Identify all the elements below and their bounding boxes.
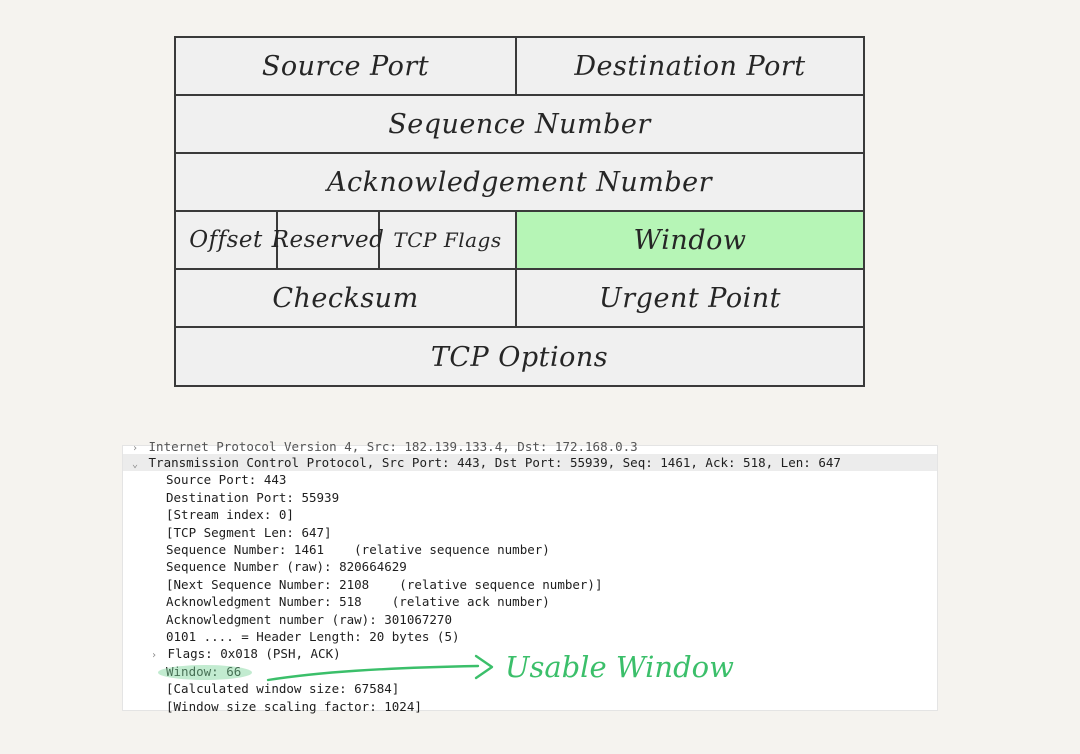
tree-row-text: [Stream index: 0] [166, 507, 294, 523]
cell-checksum: Checksum [176, 270, 517, 326]
tree-row-text: [Calculated window size: 67584] [166, 681, 400, 697]
tree-row-header-length[interactable]: 0101 .... = Header Length: 20 bytes (5) [123, 628, 937, 645]
tree-row-text: Sequence Number (raw): 820664629 [166, 559, 407, 575]
cell-window: Window [517, 212, 863, 268]
diagram-row-acknowledgement: Acknowledgement Number [176, 154, 863, 212]
cell-urgent-point: Urgent Point [599, 282, 781, 314]
cell-tcp-flags: TCP Flags [380, 212, 517, 268]
diagram-row-sequence: Sequence Number [176, 96, 863, 154]
chevron-right-icon[interactable]: › [150, 650, 158, 662]
diagram-row-flags: Offset Reserved TCP Flags Window [176, 212, 863, 270]
usable-window-label: Usable Window [505, 650, 734, 684]
cell-destination-port: Destination Port [574, 50, 806, 82]
diagram-row-ports: Source Port Destination Port [176, 38, 863, 96]
tree-row-text: Window: 66 [166, 663, 242, 679]
tcp-header-diagram: Source Port Destination Port Sequence Nu… [174, 36, 865, 387]
window-highlight-mark [158, 665, 252, 680]
diagram-row-checksum: Checksum Urgent Point [176, 270, 863, 328]
tree-row-ip-cut[interactable]: › Internet Protocol Version 4, Src: 182.… [123, 438, 937, 455]
cell-acknowledgement-number: Acknowledgement Number [326, 166, 713, 198]
cell-source-port: Source Port [176, 38, 517, 94]
cell-sequence-number: Sequence Number [388, 108, 651, 140]
tree-row-stream-index[interactable]: [Stream index: 0] [123, 506, 937, 523]
tree-row-ack-number[interactable]: Acknowledgment Number: 518 (relative ack… [123, 593, 937, 610]
tree-row-next-sequence[interactable]: [Next Sequence Number: 2108 (relative se… [123, 576, 937, 593]
tree-row-scaling-factor[interactable]: [Window size scaling factor: 1024] [123, 698, 937, 715]
tree-row-text: Transmission Control Protocol, Src Port:… [148, 455, 841, 470]
packet-details-pane[interactable]: › Internet Protocol Version 4, Src: 182.… [123, 439, 937, 714]
tree-row-text: [TCP Segment Len: 647] [166, 524, 332, 540]
tree-row-sequence-number[interactable]: Sequence Number: 1461 (relative sequence… [123, 541, 937, 558]
tree-row-text: Sequence Number: 1461 (relative sequence… [166, 542, 550, 557]
tree-row-text: 0101 .... = Header Length: 20 bytes (5) [166, 629, 460, 644]
tree-row-text: Internet Protocol Version 4, Src: 182.13… [148, 439, 638, 454]
tree-row-calculated-window[interactable]: [Calculated window size: 67584] [123, 680, 937, 697]
cell-offset: Offset [176, 212, 278, 268]
tree-row-text: Source Port: 443 [166, 472, 287, 488]
tree-row-flags[interactable]: › Flags: 0x018 (PSH, ACK) [123, 645, 937, 662]
tree-row-text: [Window size scaling factor: 1024] [166, 698, 422, 714]
tree-row-window[interactable]: Window: 66 [123, 663, 937, 680]
chevron-down-icon[interactable]: ⌄ [131, 459, 139, 470]
cell-reserved: Reserved [272, 212, 384, 268]
tree-row-segment-len[interactable]: [TCP Segment Len: 647] [123, 524, 937, 541]
tree-row-destination-port[interactable]: Destination Port: 55939 [123, 489, 937, 506]
tree-row-sequence-raw[interactable]: Sequence Number (raw): 820664629 [123, 558, 937, 575]
tree-row-text: Destination Port: 55939 [166, 489, 340, 505]
tree-row-text: [Next Sequence Number: 2108 (relative se… [166, 576, 603, 592]
tree-row-text: Acknowledgment number (raw): 301067270 [166, 611, 452, 627]
chevron-right-icon[interactable]: › [131, 443, 139, 454]
cell-tcp-options: TCP Options [430, 342, 609, 373]
tree-row-text: Acknowledgment Number: 518 (relative ack… [166, 594, 550, 610]
diagram-row-options: TCP Options [176, 328, 863, 387]
tree-row-tcp[interactable]: ⌄ Transmission Control Protocol, Src Por… [123, 454, 937, 472]
tree-row-text: Flags: 0x018 (PSH, ACK) [167, 646, 341, 662]
tree-row-ack-raw[interactable]: Acknowledgment number (raw): 301067270 [123, 611, 937, 628]
tree-row-source-port[interactable]: Source Port: 443 [123, 471, 937, 488]
